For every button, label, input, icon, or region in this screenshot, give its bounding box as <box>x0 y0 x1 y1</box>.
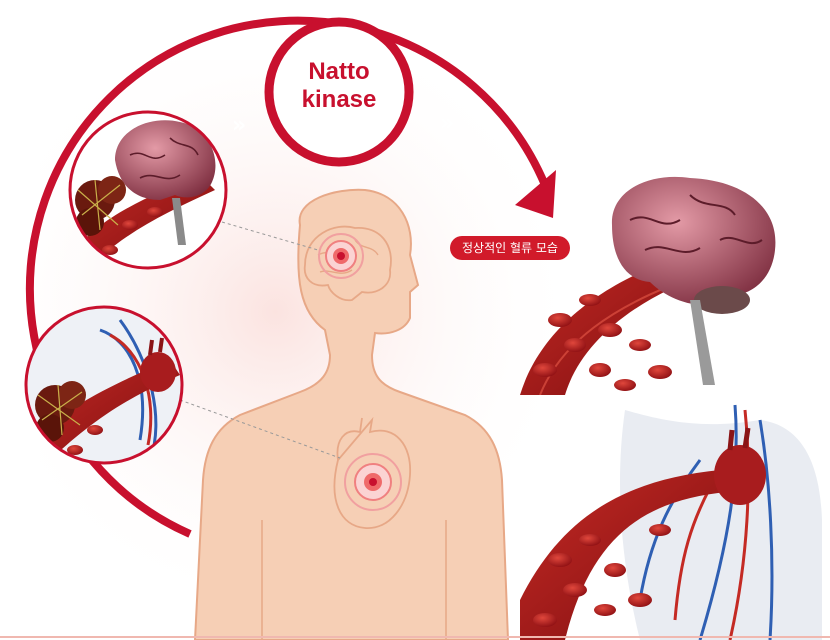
arrow-glyph-right: » <box>440 111 454 136</box>
brain-icon <box>115 120 216 200</box>
target-pulse-icon <box>318 233 364 279</box>
connector-heart <box>179 399 341 459</box>
connector-brain <box>221 221 319 251</box>
brain-icon <box>611 176 776 305</box>
heart-outline-icon <box>333 416 411 529</box>
blood-clot-icon <box>75 176 126 236</box>
natto-kinase-circle <box>264 17 414 167</box>
center-label-line1: Natto <box>308 58 370 85</box>
healthy-brain-illustration <box>520 176 776 395</box>
heart-icon <box>140 337 176 392</box>
arrow-head-icon <box>515 170 556 218</box>
center-label: Natto kinase <box>276 58 402 114</box>
human-body-icon <box>193 188 510 640</box>
blood-vessel-icon <box>26 360 180 463</box>
healthy-heart-illustration <box>520 404 822 640</box>
center-label-line2: kinase <box>301 86 377 113</box>
clotted-heart-inset <box>24 305 184 465</box>
target-pulse-icon <box>344 453 402 511</box>
arrow-glyph-left: » <box>232 113 246 138</box>
heart-icon <box>714 427 766 505</box>
blood-vessel-icon <box>520 470 728 640</box>
normal-flow-badge: 정상적인 혈류 모습 <box>450 236 570 260</box>
clotted-brain-inset <box>68 110 228 270</box>
